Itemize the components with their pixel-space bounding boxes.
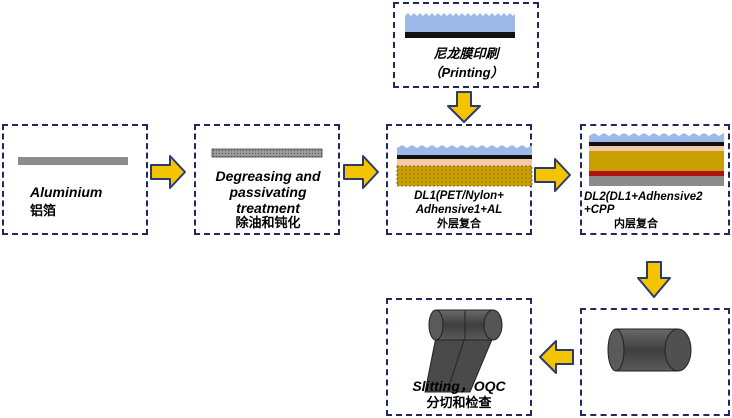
degreasing-label: Degreasing and passivating treatment 除油和… [198,168,338,232]
treated-foil-bar [211,148,323,158]
aluminium-foil-bar [18,157,128,165]
arrow-down-printing [447,91,481,123]
degreasing-en2: passivating [229,184,307,200]
printing-label: 尼龙膜印刷 （Printing） [395,46,537,82]
aluminium-step-box [2,124,148,235]
dl1-en2: Adhensive1+AL [415,204,503,216]
degreasing-en1: Degreasing and [215,168,321,184]
printing-en: （Printing） [428,65,504,80]
slitting-cn: 分切和检查 [426,396,492,411]
degreasing-cn: 除油和钝化 [235,216,301,231]
arrow-left-roll [539,340,574,374]
aluminium-en: Aluminium [30,184,103,200]
arrow-down-dl2 [637,261,671,298]
arrow-right-2 [343,155,379,189]
slitting-roll-icon [424,309,503,393]
film-roll-icon [607,328,692,372]
aluminium-label: Aluminium 铝箔 [30,184,102,219]
slitting-label: Slitting，OQC 分切和检查 [388,377,530,413]
dl1-en1: DL1(PET/Nylon+ [414,190,504,202]
dl2-laminate-icon [589,133,724,186]
dl2-label: DL2(DL1+Adhensive2 +CPP 内层复合 [584,191,730,230]
dl2-cn: 内层复合 [614,217,658,230]
dl2-en2: +CPP [584,204,615,216]
degreasing-en3: treatment [236,200,300,216]
dl1-cn: 外层复合 [437,217,481,230]
printing-film-icon [405,13,515,38]
aluminium-cn: 铝箔 [30,204,57,219]
arrow-right-1 [150,155,186,189]
arrow-right-3 [534,158,571,192]
printing-cn: 尼龙膜印刷 [433,47,499,62]
dl1-label: DL1(PET/Nylon+ Adhensive1+AL 外层复合 [388,189,530,231]
degreasing-step-box [194,124,340,235]
dl2-en1: DL2(DL1+Adhensive2 [584,191,703,203]
slitting-en: Slitting，OQC [412,378,506,394]
dl1-laminate-icon [396,145,533,187]
